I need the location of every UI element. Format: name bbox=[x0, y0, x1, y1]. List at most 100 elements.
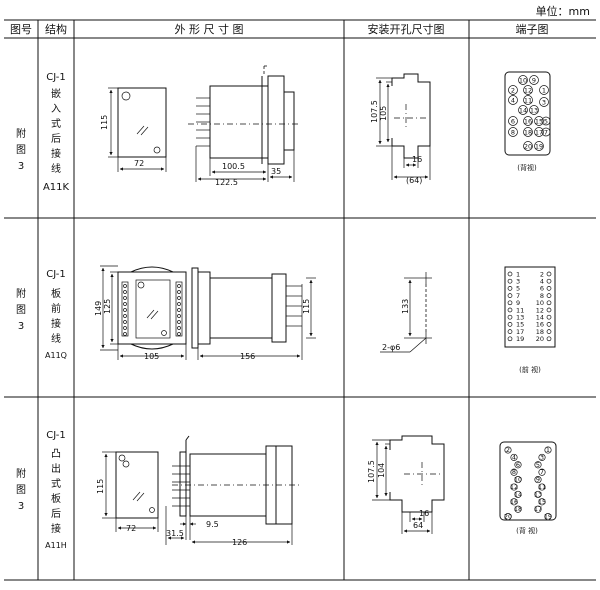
terminal-screw-icon bbox=[546, 307, 552, 313]
terminal-screw-icon bbox=[507, 278, 513, 284]
row2-terminal-label: 7 bbox=[516, 292, 520, 300]
terminal-screw-icon bbox=[507, 286, 513, 291]
row3-fig-3: 3 bbox=[18, 501, 24, 512]
terminal-screw-icon bbox=[507, 293, 513, 298]
row3-terminal-label: 3 bbox=[540, 453, 544, 461]
row1-terminal: 11 bbox=[524, 97, 532, 105]
row3-struct-2: 出 bbox=[51, 462, 61, 475]
row1-terminal: 19 bbox=[535, 143, 543, 151]
row2-terminal-label: 19 bbox=[516, 335, 524, 343]
row1-terminal: 18 bbox=[524, 129, 532, 137]
row2-struct-1: 板 bbox=[51, 287, 61, 300]
row3-terminal-label: 5 bbox=[536, 461, 540, 469]
terminal-screw-icon bbox=[534, 461, 542, 469]
row1-terminal: 10 bbox=[519, 77, 527, 85]
row3-mount-w2: 64 bbox=[413, 521, 423, 530]
row1-mount-h1: 107.5 bbox=[370, 100, 379, 123]
terminal-screw-icon bbox=[514, 505, 522, 513]
terminal-screw-icon bbox=[546, 286, 552, 291]
row3-dim-depth3: 126 bbox=[232, 538, 247, 547]
row3-dim-height: 115 bbox=[96, 479, 105, 494]
row1-dim-depth2: 122.5 bbox=[215, 178, 238, 187]
terminal-screw-icon bbox=[546, 329, 552, 334]
terminal-screw-icon bbox=[534, 490, 542, 498]
row3-terminal-label: 15 bbox=[538, 498, 546, 506]
row2-terminal-label: 1 bbox=[516, 270, 520, 278]
row2-terminal-label: 6 bbox=[540, 285, 544, 293]
row1-terminal: 15 bbox=[535, 118, 543, 126]
row1-terminal: 3 bbox=[542, 99, 546, 107]
row3-front-view: 115 72 bbox=[96, 451, 159, 533]
row2-code: A11Q bbox=[45, 351, 67, 360]
row2-struct-3: 接 bbox=[51, 317, 61, 330]
terminal-screw-icon bbox=[534, 476, 542, 484]
terminal-screw-icon bbox=[507, 307, 513, 313]
terminal-screw-icon bbox=[514, 476, 522, 484]
row3-terminal-label: 18 bbox=[514, 505, 522, 513]
row3-mount-h1: 107.5 bbox=[367, 460, 376, 483]
row3-code: A11H bbox=[45, 541, 67, 550]
row3-terminal-label: 9 bbox=[536, 476, 540, 484]
row2-terminal-label: 10 bbox=[536, 299, 544, 307]
terminal-screw-icon bbox=[510, 453, 518, 461]
row3-terminal-label: 17 bbox=[534, 505, 542, 513]
row1-terminal: 20 bbox=[524, 143, 532, 151]
row3-mount-h2: 104 bbox=[377, 463, 386, 478]
row-a11k: 附 图 3 CJ-1 嵌 入 式 后 接 线 A11K 115 72 bbox=[16, 65, 551, 193]
header-mounting: 安装开孔尺寸图 bbox=[368, 22, 445, 36]
terminal-screw-icon bbox=[546, 300, 552, 306]
terminal-screw-icon bbox=[514, 461, 522, 469]
row1-mount-h2: 105 bbox=[379, 106, 388, 121]
row3-terminal-label: 13 bbox=[534, 490, 542, 498]
row2-terminal-label: 15 bbox=[516, 321, 524, 329]
terminal-screw-icon bbox=[504, 446, 512, 454]
row-a11h: 附 图 3 CJ-1 凸 出 式 板 后 接 A11H 115 72 bbox=[16, 430, 557, 550]
row3-dim-width: 72 bbox=[126, 524, 136, 533]
row1-mount-cutout: 107.5 105 16 (64) bbox=[370, 73, 431, 185]
row1-terminal-diagram: 10 9 2 12 1 4 11 14 13 3 6 16 15 5 8 18 … bbox=[504, 71, 551, 172]
row3-terminal-label: 8 bbox=[512, 468, 516, 476]
terminal-screw-icon bbox=[507, 314, 513, 320]
header-fig-no: 图号 bbox=[10, 23, 32, 36]
row1-fig-1: 附 bbox=[16, 127, 26, 140]
row1-side-view: 100.5 122.5 35 bbox=[188, 65, 300, 187]
terminal-screw-icon bbox=[544, 513, 552, 521]
header-outline: 外 形 尺 寸 图 bbox=[175, 22, 244, 36]
table-header: 图号 结构 外 形 尺 寸 图 安装开孔尺寸图 端子图 bbox=[10, 22, 549, 36]
row1-code: A11K bbox=[43, 182, 70, 193]
row2-terminal-label: 8 bbox=[540, 292, 544, 300]
row2-terminal-label: 14 bbox=[536, 314, 544, 322]
row1-terminal: 17 bbox=[535, 129, 543, 137]
row2-fig-3: 3 bbox=[18, 321, 24, 332]
row2-side-view: 115 156 bbox=[191, 267, 316, 361]
row1-dim-width: 72 bbox=[134, 159, 144, 168]
terminal-screw-icon bbox=[510, 483, 518, 491]
row2-mount-h: 133 bbox=[401, 299, 410, 314]
row-a11q: 附 图 3 CJ-1 板 前 接 线 A11Q 149 bbox=[16, 265, 556, 374]
row2-struct-4: 线 bbox=[51, 332, 61, 345]
row2-mount-holes: 133 2-φ6 bbox=[380, 272, 432, 353]
row3-terminal-label: 4 bbox=[512, 453, 516, 461]
terminal-screw-icon bbox=[546, 278, 552, 284]
row1-struct-2: 入 bbox=[51, 104, 61, 115]
row3-struct-3: 式 bbox=[51, 477, 61, 490]
row3-terminal-label: 6 bbox=[516, 461, 520, 469]
row1-terminal: 5 bbox=[544, 118, 548, 126]
row1-fig-2: 图 bbox=[16, 144, 26, 156]
row1-struct-6: 线 bbox=[51, 162, 61, 175]
row2-terminal-label: 9 bbox=[516, 299, 520, 307]
row3-struct-1: 凸 bbox=[51, 448, 61, 460]
row2-fig-1: 附 bbox=[16, 287, 26, 300]
row3-struct-6: 接 bbox=[51, 522, 61, 535]
terminal-screw-icon bbox=[507, 300, 513, 306]
row1-dim-depth1: 100.5 bbox=[222, 162, 245, 171]
row2-terminal-label: 16 bbox=[536, 321, 544, 329]
row1-caption: (背视) bbox=[517, 163, 537, 172]
row1-terminal: 9 bbox=[532, 77, 536, 85]
terminal-screw-icon bbox=[546, 322, 552, 327]
terminal-screw-icon bbox=[507, 271, 513, 277]
row1-terminal: 16 bbox=[524, 118, 532, 126]
row2-struct-2: 前 bbox=[51, 302, 61, 315]
terminal-screw-icon bbox=[507, 329, 513, 334]
